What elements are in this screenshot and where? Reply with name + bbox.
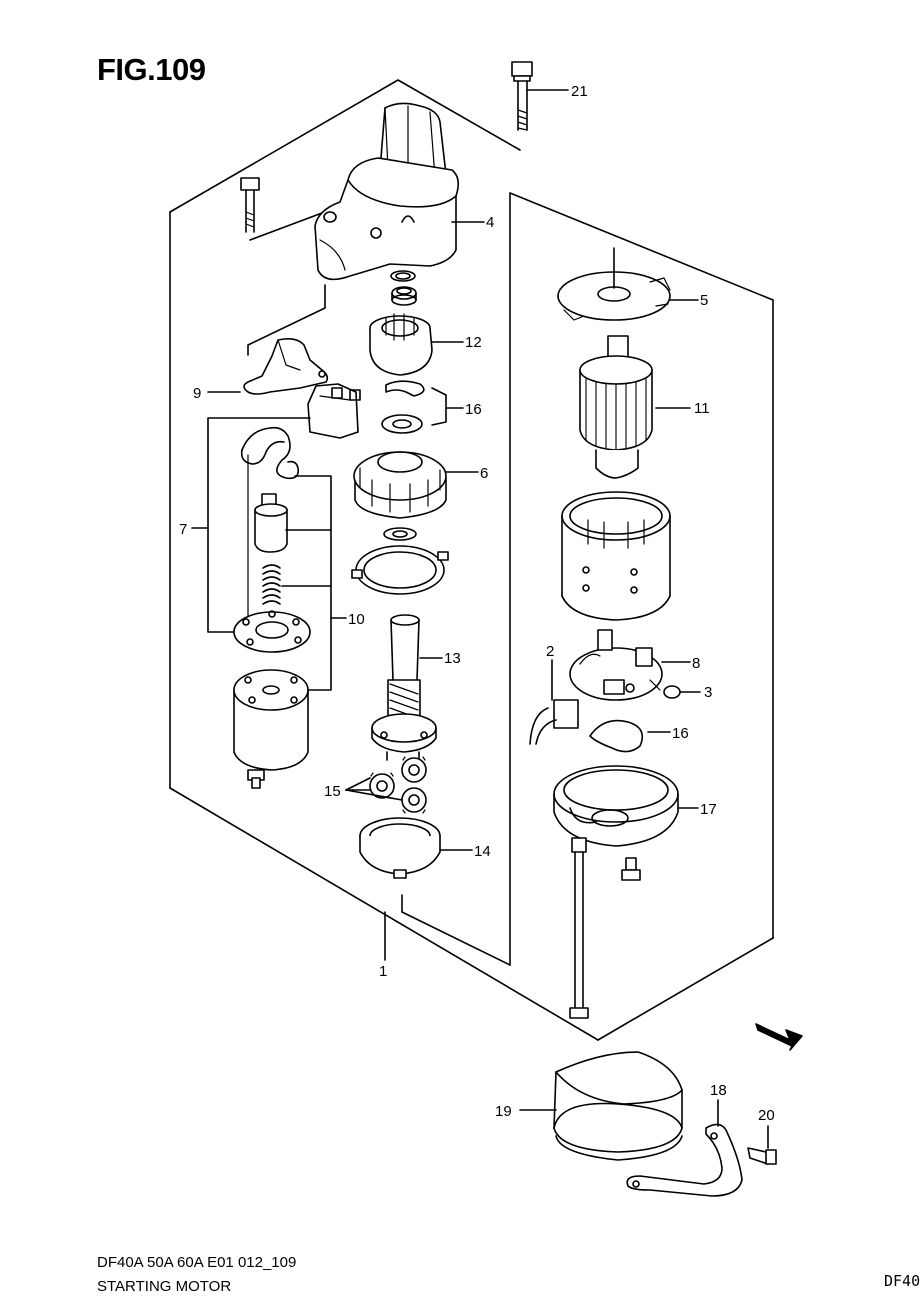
- callout-14: 14: [474, 843, 491, 860]
- part-13-shaft[interactable]: [371, 614, 443, 761]
- gasket: [351, 545, 449, 595]
- figure-title: FIG.109: [97, 52, 206, 87]
- part-7-spring-wire[interactable]: [240, 426, 300, 480]
- spring: [262, 564, 281, 605]
- leader-part-10: [294, 475, 332, 691]
- callout-21: 21: [571, 83, 588, 100]
- part-5-plate[interactable]: [557, 247, 699, 321]
- fwd-arrow-icon: [755, 1023, 803, 1051]
- corner-code: DF40: [884, 1272, 921, 1290]
- callout-13: 13: [444, 650, 461, 667]
- callout-17: 17: [700, 801, 717, 818]
- callout-3: 3: [704, 684, 712, 701]
- part-19-cover[interactable]: [519, 1051, 683, 1161]
- part-20-bolt[interactable]: [747, 1125, 777, 1165]
- part-4-housing[interactable]: [314, 102, 485, 281]
- o-ring-small: [390, 270, 417, 306]
- callout-9: 9: [193, 385, 201, 402]
- callout-15: 15: [324, 783, 341, 800]
- callout-20: 20: [758, 1107, 775, 1124]
- part-6-drive-housing[interactable]: [353, 451, 479, 519]
- part-16-washer-right[interactable]: [589, 719, 671, 753]
- callout-1: 1: [379, 963, 387, 980]
- callout-4: 4: [486, 214, 494, 231]
- part-11-armature[interactable]: [579, 335, 691, 479]
- callout-18: 18: [710, 1082, 727, 1099]
- part-14-internal-gear[interactable]: [359, 817, 473, 879]
- part-3-nut[interactable]: [663, 685, 701, 699]
- part-15-gears[interactable]: [345, 756, 427, 814]
- callout-11: 11: [694, 400, 710, 417]
- leader-housing: [247, 284, 326, 356]
- field-frame[interactable]: [561, 491, 671, 621]
- part-8-brush-holder[interactable]: [569, 629, 691, 701]
- footer-model-line: DF40A 50A 60A E01 012_109: [97, 1254, 297, 1271]
- part-12-pinion[interactable]: [369, 313, 464, 376]
- screw-small[interactable]: [621, 857, 641, 881]
- callout-19: 19: [495, 1103, 512, 1120]
- part-7-plunger[interactable]: [254, 493, 288, 553]
- callout-6: 6: [480, 465, 488, 482]
- part-17-end-cover[interactable]: [553, 765, 699, 847]
- leader-part-7: [207, 417, 311, 633]
- part-7-bracket[interactable]: [307, 383, 361, 439]
- part-21-bolt[interactable]: [511, 61, 569, 131]
- callout-8: 8: [692, 655, 700, 672]
- callout-5: 5: [700, 292, 708, 309]
- cover-plate: [233, 610, 311, 653]
- assembly-outline: [169, 79, 774, 1041]
- callout-10: 10: [348, 611, 365, 628]
- solenoid-body[interactable]: [233, 669, 309, 789]
- part-18-strap[interactable]: [626, 1099, 743, 1197]
- callout-16-right: 16: [672, 725, 689, 742]
- footer-caption: STARTING MOTOR: [97, 1278, 232, 1295]
- part-9-lever[interactable]: [207, 338, 329, 395]
- part-2-lead-wire[interactable]: [529, 659, 579, 745]
- washer-mid: [383, 527, 417, 541]
- callout-7: 7: [179, 521, 187, 538]
- callout-12: 12: [465, 334, 482, 351]
- callout-2: 2: [546, 643, 554, 660]
- callout-16-top: 16: [465, 401, 482, 418]
- through-bolt[interactable]: [569, 837, 589, 1019]
- part-16-clip-washer[interactable]: [381, 380, 464, 434]
